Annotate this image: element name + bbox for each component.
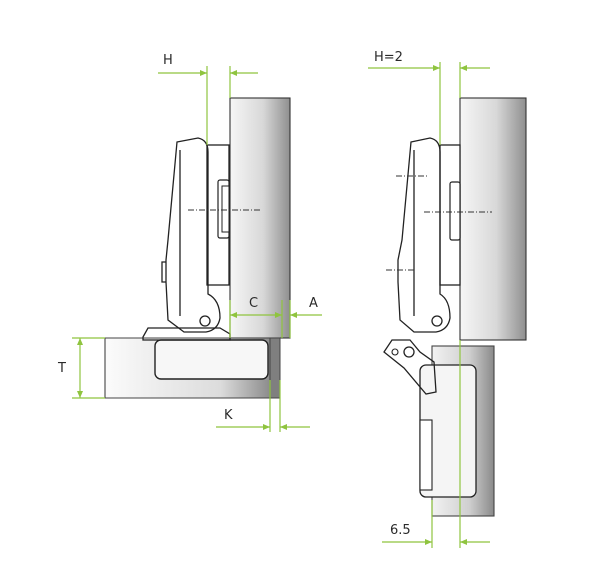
- left-hinge-cup: [154, 339, 269, 380]
- right-cabinet-panel: [459, 97, 527, 341]
- label-a: A: [309, 296, 318, 311]
- left-h-dimension: H: [158, 53, 258, 145]
- label-k: K: [224, 408, 233, 423]
- left-hinge-arm: [165, 137, 221, 333]
- label-t: T: [57, 361, 66, 376]
- label-h: H: [163, 53, 173, 68]
- right-view: H=2 6.5: [368, 50, 527, 548]
- right-h2-dimension: H=2: [368, 50, 490, 145]
- right-hinge-arm: [397, 137, 451, 333]
- left-c-dimension: C: [229, 296, 282, 338]
- left-view: H C A T: [57, 53, 322, 432]
- label-h2: H=2: [374, 50, 403, 65]
- left-a-dimension: A: [281, 296, 322, 338]
- label-6-5: 6.5: [390, 523, 411, 538]
- left-k-dimension: K: [216, 380, 310, 432]
- left-t-dimension: T: [57, 337, 105, 399]
- left-cabinet-panel: [229, 97, 291, 339]
- right-6-5-dimension: 6.5: [382, 340, 490, 548]
- label-c: C: [249, 296, 258, 311]
